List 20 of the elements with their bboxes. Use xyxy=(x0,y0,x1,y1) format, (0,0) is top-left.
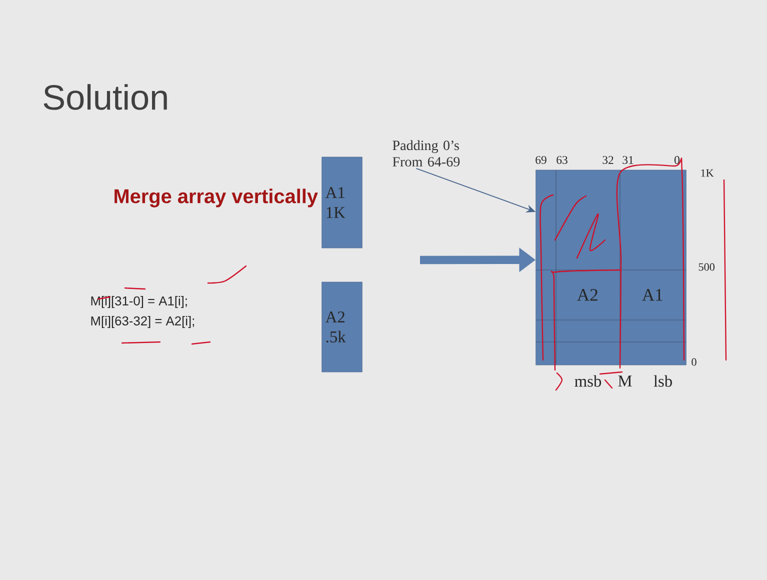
bit-index: 63 xyxy=(556,156,568,164)
bit-index: 31 xyxy=(622,156,634,164)
code-line: M[i][31-0] = A1[i]; xyxy=(91,296,187,308)
code-line: M[i][63-32] = A2[i]; xyxy=(91,316,194,328)
region-label: A2 xyxy=(577,289,598,301)
region-label: A1 xyxy=(642,289,662,301)
bit-index: 69 xyxy=(536,156,546,164)
slide-title: Solution xyxy=(44,84,167,110)
field-label: M xyxy=(618,376,632,386)
field-label: lsb xyxy=(654,375,672,387)
array-block: A1 1K xyxy=(322,156,362,248)
bit-index: 32 xyxy=(602,156,614,164)
row-index: 500 xyxy=(698,263,715,271)
bit-index: 0 xyxy=(674,156,680,164)
field-label: msb xyxy=(574,375,602,387)
array-block: A2 .5k xyxy=(322,282,362,372)
row-index: 1K xyxy=(701,169,714,177)
merged-array-block xyxy=(536,170,686,366)
callout-text: Padding 0’s From 64-69 xyxy=(392,140,460,167)
row-index: 0 xyxy=(692,358,696,366)
